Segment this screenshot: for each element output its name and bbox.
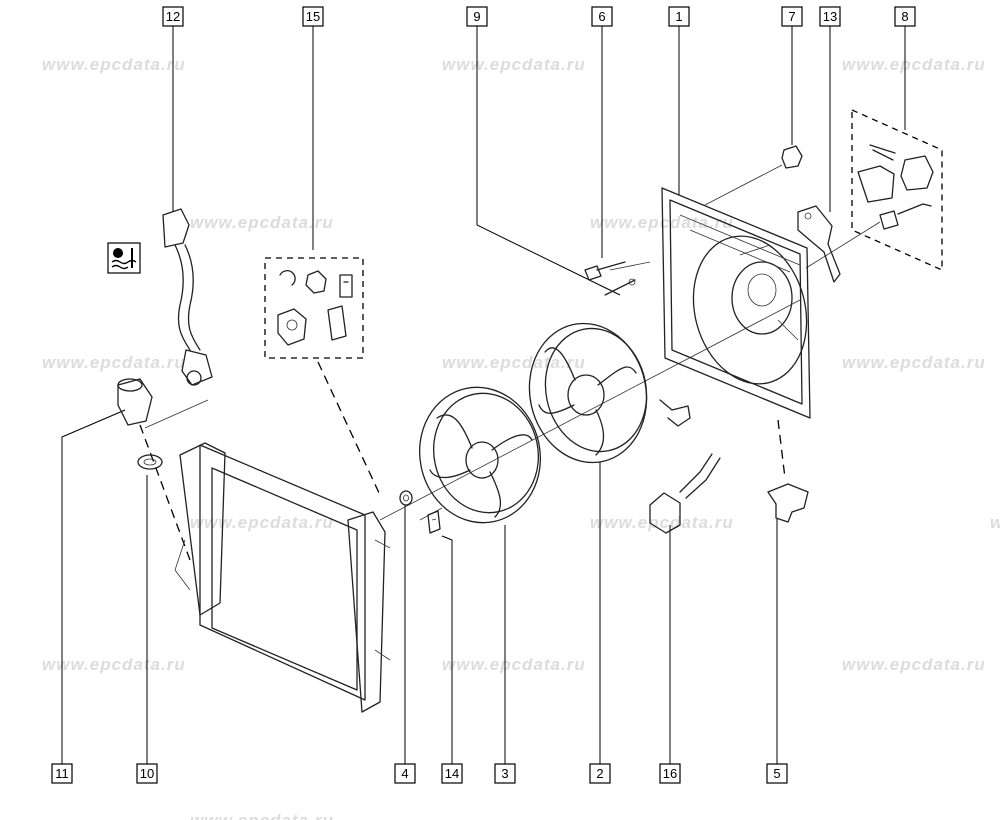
callout-7: 7 bbox=[781, 6, 803, 27]
fan-impeller-small bbox=[418, 386, 542, 524]
connector bbox=[649, 453, 721, 534]
svg-text:6: 6 bbox=[598, 9, 605, 24]
bracket bbox=[797, 205, 841, 283]
watermarks: www.epcdata.ru www.epcdata.ru www.epcdat… bbox=[42, 55, 1000, 820]
fan-temperature-symbol-icon bbox=[107, 242, 141, 274]
svg-text:7: 7 bbox=[788, 9, 795, 24]
watermark-text: www.epcdata.ru bbox=[42, 353, 186, 372]
svg-text:3: 3 bbox=[501, 766, 508, 781]
callout-3: 3 bbox=[494, 763, 516, 784]
callout-5: 5 bbox=[766, 763, 788, 784]
callout-11: 11 bbox=[51, 763, 73, 784]
watermark-text: www.epcdata.ru bbox=[842, 655, 986, 674]
callout-15: 15 bbox=[302, 6, 324, 27]
watermark-text: www.epcdata.ru bbox=[190, 513, 334, 532]
watermark-text: www.epcdata.ru bbox=[990, 513, 1000, 532]
svg-text:13: 13 bbox=[823, 9, 837, 24]
radiator bbox=[174, 442, 391, 713]
watermark-text: www.epcdata.ru bbox=[42, 655, 186, 674]
sensor-harness bbox=[162, 208, 213, 386]
watermark-text: www.epcdata.ru bbox=[190, 213, 334, 232]
clip bbox=[427, 510, 441, 534]
fixing-kit bbox=[264, 257, 364, 359]
callout-16: 16 bbox=[659, 763, 681, 784]
watermark-text: www.epcdata.ru bbox=[190, 811, 334, 820]
svg-text:4: 4 bbox=[401, 766, 408, 781]
callout-14: 14 bbox=[441, 763, 463, 784]
callout-2: 2 bbox=[589, 763, 611, 784]
svg-text:9: 9 bbox=[473, 9, 480, 24]
watermark-text: www.epcdata.ru bbox=[42, 55, 186, 74]
svg-text:8: 8 bbox=[901, 9, 908, 24]
svg-text:15: 15 bbox=[306, 9, 320, 24]
svg-text:5: 5 bbox=[773, 766, 780, 781]
callout-6: 6 bbox=[591, 6, 613, 27]
callouts: 12 15 9 6 1 7 13 8 11 10 4 14 3 2 16 5 bbox=[51, 6, 916, 784]
seal-ring bbox=[137, 454, 163, 470]
watermark-text: www.epcdata.ru bbox=[590, 513, 734, 532]
svg-text:11: 11 bbox=[55, 766, 69, 781]
callout-12: 12 bbox=[162, 6, 184, 27]
watermark-text: www.epcdata.ru bbox=[442, 353, 586, 372]
watermark-text: www.epcdata.ru bbox=[842, 353, 986, 372]
watermark-text: www.epcdata.ru bbox=[590, 213, 734, 232]
callout-9: 9 bbox=[466, 6, 488, 27]
svg-text:1: 1 bbox=[675, 9, 682, 24]
svg-text:16: 16 bbox=[663, 766, 677, 781]
bolt bbox=[584, 261, 636, 296]
svg-text:14: 14 bbox=[445, 766, 459, 781]
callout-8: 8 bbox=[894, 6, 916, 27]
callout-10: 10 bbox=[136, 763, 158, 784]
watermark-text: www.epcdata.ru bbox=[842, 55, 986, 74]
fan-shroud bbox=[661, 187, 811, 419]
watermark-text: www.epcdata.ru bbox=[442, 55, 586, 74]
resistor-kit bbox=[851, 108, 943, 272]
nut bbox=[399, 490, 413, 506]
temperature-switch bbox=[117, 378, 153, 426]
assembly-lines bbox=[139, 164, 881, 561]
svg-text:2: 2 bbox=[596, 766, 603, 781]
callout-1: 1 bbox=[668, 6, 690, 27]
leader-lines bbox=[61, 26, 906, 764]
svg-text:12: 12 bbox=[166, 9, 180, 24]
flange-nut bbox=[781, 145, 803, 169]
fan-impeller-large bbox=[528, 322, 691, 464]
callout-13: 13 bbox=[819, 6, 841, 27]
watermark-text: www.epcdata.ru bbox=[442, 655, 586, 674]
callout-4: 4 bbox=[394, 763, 416, 784]
retaining-clip bbox=[767, 483, 809, 523]
svg-text:10: 10 bbox=[140, 766, 154, 781]
